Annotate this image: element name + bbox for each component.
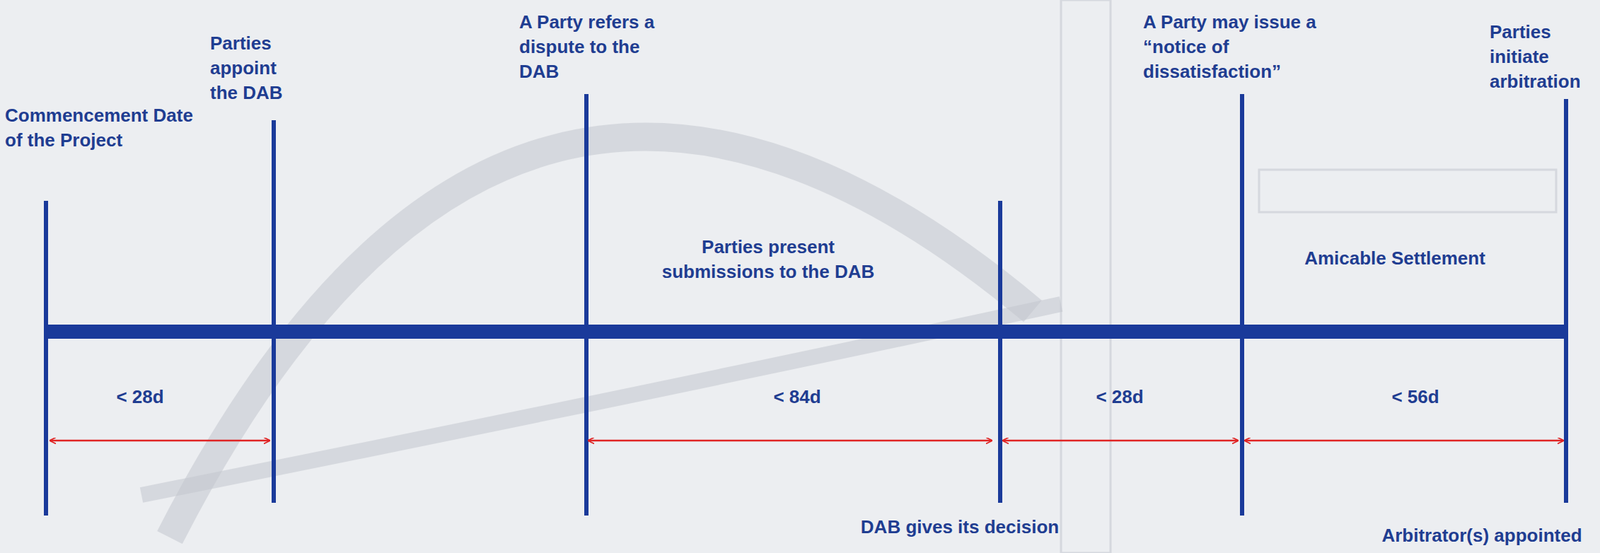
duration-arrow	[588, 439, 992, 443]
building-sketch	[1259, 169, 1557, 213]
milestone-line	[998, 200, 1003, 503]
timeline	[45, 94, 1567, 516]
milestone-line	[584, 94, 589, 516]
milestone-label: A Party may issue a “notice of dissatisf…	[1143, 9, 1320, 85]
milestone-label: Commencement Date of the Project	[4, 103, 211, 153]
milestone-label: Parties appoint the DAB	[210, 31, 299, 106]
milestone-line	[1239, 94, 1245, 516]
duration-arrows	[50, 439, 1564, 443]
milestone-label: A Party refers a dispute to the DAB	[519, 9, 679, 85]
milestone-label: Arbitrator(s) appointed	[1372, 523, 1592, 549]
duration-arrow	[1003, 439, 1238, 443]
milestone-line	[43, 200, 49, 516]
duration-label: < 84d	[754, 384, 840, 410]
phase-label: Amicable Settlement	[1281, 246, 1509, 271]
milestone-line	[271, 120, 276, 503]
phase-label: Parties present submissions to the DAB	[647, 234, 889, 285]
duration-arrow	[50, 439, 270, 443]
background-sketch	[141, 0, 1557, 553]
tower-sketch	[1061, 0, 1111, 553]
duration-label: < 28d	[1077, 384, 1163, 410]
milestone-line	[1563, 99, 1569, 503]
milestone-label: Parties initiate arbitration	[1489, 19, 1596, 95]
duration-arrow	[1244, 439, 1564, 443]
duration-label: < 28d	[97, 384, 183, 410]
milestone-label: DAB gives its decision	[839, 514, 1081, 540]
duration-label: < 56d	[1372, 384, 1458, 410]
